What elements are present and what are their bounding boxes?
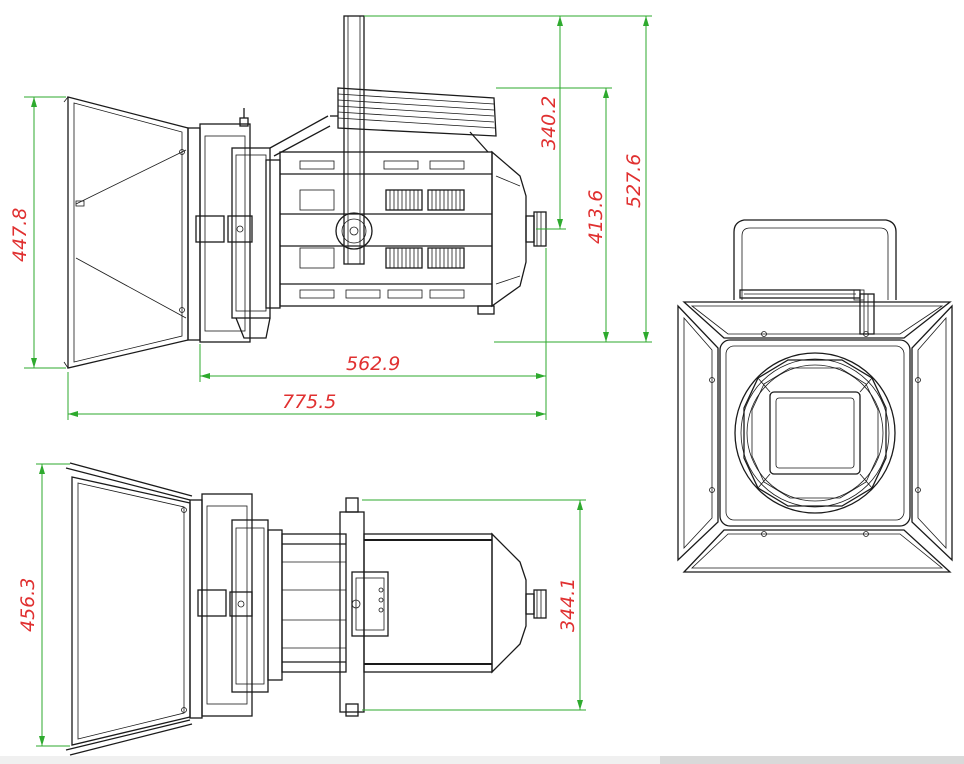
side-dimension-labels: 340.2 413.6 527.6 447.8 562.9 775.5 (9, 96, 645, 413)
front-barndoor-right (911, 304, 953, 562)
bottom-strip-right (660, 756, 964, 764)
front-barndoor-bottom (682, 529, 952, 573)
front-barndoor-top (682, 301, 952, 339)
top-barndoor (65, 462, 193, 756)
front-yoke-knob (853, 289, 875, 335)
side-yoke (269, 15, 497, 265)
top-dimension-labels: 456.3 344.1 (17, 578, 579, 632)
top-dimensions (36, 463, 586, 747)
front-yoke (733, 219, 897, 300)
side-view: 340.2 413.6 527.6 447.8 562.9 775.5 (9, 15, 652, 420)
front-barndoor-left (677, 304, 719, 562)
side-dimensions (24, 15, 652, 420)
dim-340-2: 340.2 (538, 96, 560, 150)
dim-413-6: 413.6 (585, 190, 607, 244)
dim-447-8: 447.8 (9, 208, 31, 262)
side-barndoor (63, 96, 189, 369)
front-lens-ring (719, 339, 911, 527)
top-body (281, 497, 547, 717)
dim-344-1: 344.1 (557, 578, 579, 632)
bottom-strip (0, 756, 964, 764)
side-body (265, 150, 547, 315)
side-front-ring (187, 108, 271, 343)
dim-527-6: 527.6 (623, 154, 645, 208)
dim-775-5: 775.5 (282, 391, 336, 413)
front-view (677, 219, 953, 573)
dim-562-9: 562.9 (346, 353, 400, 375)
top-view: 456.3 344.1 (17, 462, 586, 756)
dim-456-3: 456.3 (17, 578, 39, 632)
top-front-ring (189, 493, 283, 719)
